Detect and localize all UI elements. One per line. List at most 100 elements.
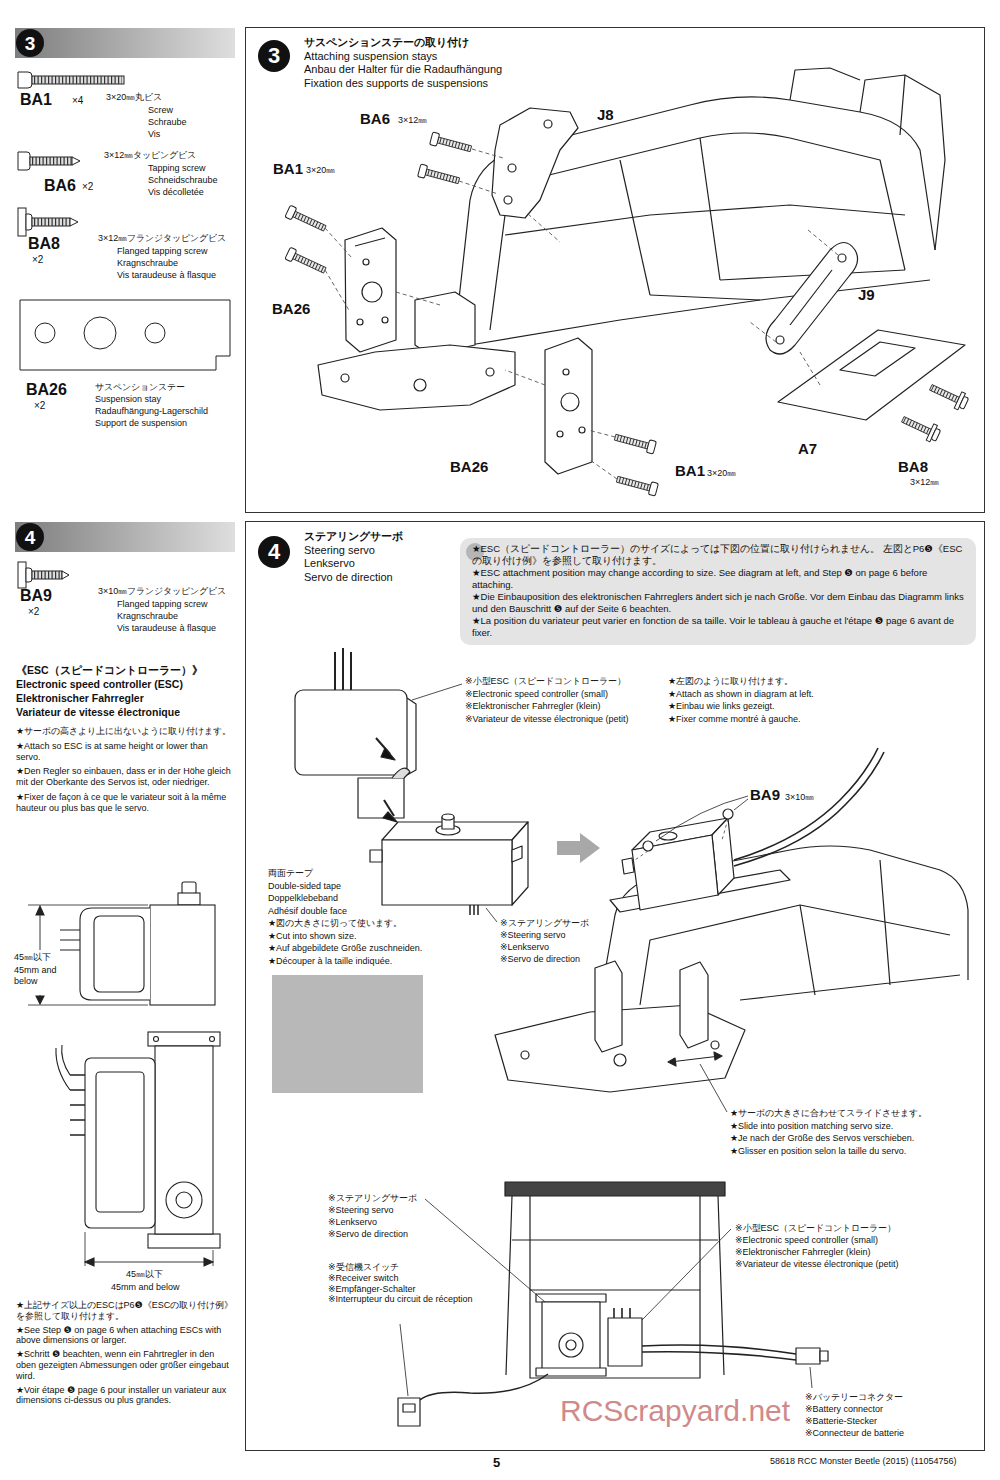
parts-list [84,317,116,349]
servo-install-illustration [723,809,733,819]
chassis-illustration [900,75,905,135]
callout-text: ※Steering servo [500,930,566,941]
note: ★Attach so ESC is at same height or lowe… [16,741,234,763]
parts-list [20,300,230,370]
part-code: BA9 [20,586,52,605]
note: ★Den Regler so einbauen, dass er in der … [16,766,234,788]
note-text: ★ESC（スピードコントローラー）のサイズによっては下図の位置に取り付けられませ… [472,543,966,567]
chassis-illustration [508,164,516,172]
chassis-illustration [505,370,545,385]
step-title: Steering servo [304,544,403,558]
part-code: A7 [798,440,817,458]
step-number: 3 [25,34,36,53]
part-code: BA6 [44,176,76,195]
servo-size-diagram [178,893,200,905]
servo-install-illustration [407,698,416,775]
chassis-illustration [285,68,970,496]
parts-list [18,72,230,588]
part-description: Vis [148,129,160,140]
servo-install-illustration [272,975,423,1093]
servo-install-illustration [595,961,622,1052]
chassis-illustration [800,352,820,385]
chassis-illustration [700,138,720,280]
part-code: J9 [858,286,875,304]
servo-install-illustration [734,748,884,866]
step-header-bar [15,522,235,552]
step-header-bar [15,28,235,58]
callout-text: ※小型ESC（スピードコントローラー） [465,676,626,687]
part-code: BA8 [898,458,928,476]
parts-list [34,76,122,84]
servo-install-illustration [711,1041,719,1049]
quantity: ×2 [32,254,43,266]
parts-list [145,323,165,343]
step-title: Attaching suspension stays [304,50,502,64]
screw-size: 3×12㎜ [910,477,939,488]
servo-size-diagram [176,1192,192,1208]
servo-install-illustration [656,796,748,841]
callout-text: ※Batterie-Stecker [805,1416,877,1427]
chassis-illustration [362,282,382,302]
callout-text: ★サーボの大きさに合わせてスライドさせます。 [730,1108,927,1119]
part-code: J8 [597,106,614,124]
chassis-illustration [470,280,930,345]
step-number: 3 [268,45,280,67]
chassis-illustration [396,292,440,305]
part-description: 3×10㎜フランジタッピングビス [98,586,226,597]
callout-text: ★Cut into shown size. [268,931,357,942]
step-number: 4 [25,528,36,547]
chassis-illustration [927,379,970,412]
servo-install-illustration [392,768,410,778]
note-text: ★La position du variateur peut varier en… [472,615,966,639]
section-heading: 《ESC（スピードコントローラー）》 [16,664,203,677]
chassis-top-view [398,1398,420,1426]
chassis-illustration [418,164,461,187]
callout-text: ※Elektronischer Fahrregler (klein) [735,1247,871,1258]
chassis-top-view [403,1404,415,1412]
part-description: Tapping screw [148,163,206,174]
servo-install-illustration [381,748,395,760]
chassis-illustration [840,342,915,376]
servo-install-illustration [632,851,648,862]
parts-list [30,157,72,165]
chassis-illustration [620,160,650,295]
servo-size-diagram [150,905,215,1005]
servo-install-illustration [700,1064,727,1112]
chassis-top-view [810,1367,812,1388]
chassis-illustration [615,473,658,496]
section-heading: Elektronischer Fahrregler [16,692,144,705]
servo-size-diagram [28,882,220,1266]
screw-size: 3×20㎜ [306,165,335,176]
servo-install-illustration [295,690,407,775]
step-panel: サスペンションステーの取り付けAttaching suspension stay… [245,27,985,513]
callout-text: ※バッテリーコネクター [805,1392,903,1403]
servo-install-illustration [412,684,462,700]
parts-list [32,571,62,579]
servo-install-illustration [632,835,718,910]
servo-install-illustration [680,962,708,1048]
callout-text: 両面テープ [268,868,313,879]
chassis-illustration [325,228,352,258]
chassis-illustration [318,345,515,410]
callout-text: ★Auf abgebildete Größe zuschneiden. [268,943,422,954]
callout-text: ※Electronic speed controller (small) [465,689,608,700]
servo-install-illustration [659,832,677,840]
chassis-illustration [790,270,832,325]
part-description: Vis taraudeuse à flasque [117,270,216,281]
part-code: BA26 [26,380,67,399]
servo-install-illustration [734,799,748,810]
parts-list [32,218,70,226]
servo-install-illustration [670,1056,720,1062]
note: ★Fixer de façon à ce que le variateur so… [16,792,234,814]
part-description: Schraube [148,117,187,128]
parts-list [34,571,61,579]
callout-text: ※受信機スイッチ [328,1262,478,1273]
part-description: Vis décolletée [148,187,204,198]
callout-text: ※Elektronischer Fahrregler (klein) [465,701,601,712]
part-code: BA1 [675,462,705,480]
chassis-illustration [588,430,615,437]
step-title: ステアリングサーボ [304,530,403,544]
quantity: ×4 [72,95,83,107]
chassis-top-view [420,1374,548,1400]
